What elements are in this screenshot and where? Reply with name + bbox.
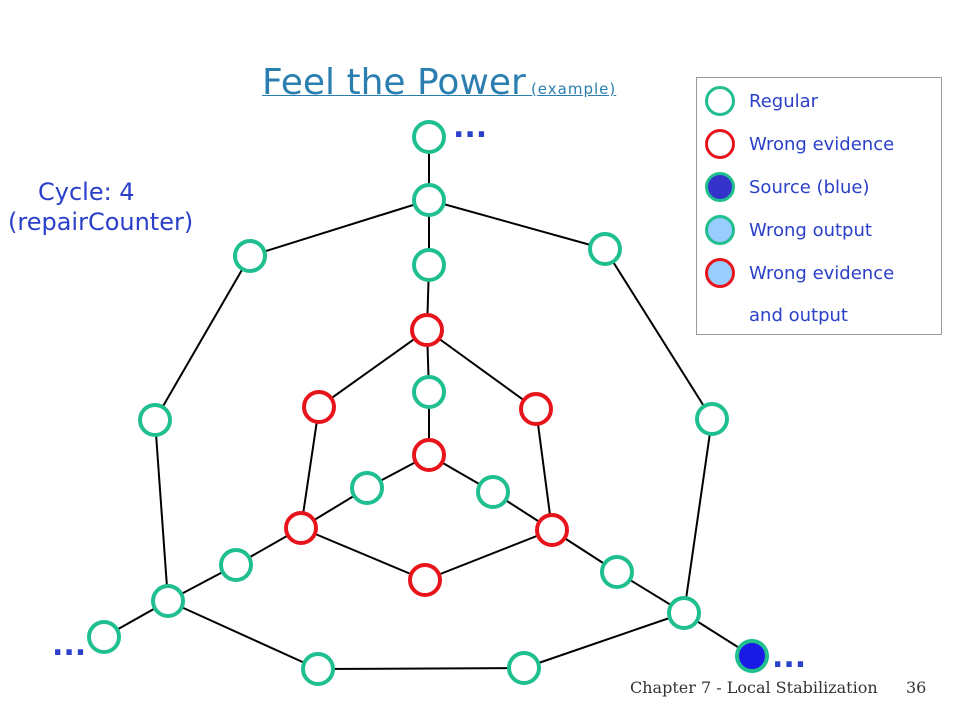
- edge: [167, 600, 319, 670]
- edge: [317, 667, 525, 670]
- ellipsis-right: ...: [772, 640, 807, 675]
- legend-item-wrong-output: Wrong output: [697, 215, 941, 251]
- node-wrong-evidence: [519, 392, 553, 426]
- legend-label: Source (blue): [749, 177, 870, 198]
- edge: [428, 199, 606, 250]
- edge: [604, 248, 713, 420]
- node-regular: [87, 620, 121, 654]
- node-regular: [476, 475, 510, 509]
- legend-item-regular: Regular: [697, 86, 941, 122]
- node-wrong-evidence: [408, 563, 442, 597]
- graph-nodes: [87, 120, 769, 686]
- legend-label: Wrong output: [749, 220, 872, 241]
- node-regular: [350, 471, 384, 505]
- edge: [154, 255, 251, 421]
- node-wrong-evidence: [412, 438, 446, 472]
- cycle-label: Cycle: 4: [38, 178, 135, 206]
- node-regular: [412, 248, 446, 282]
- edge: [318, 329, 428, 408]
- node-regular: [233, 239, 267, 273]
- node-regular: [151, 584, 185, 618]
- node-regular: [412, 183, 446, 217]
- slide-title: Feel the Power (example): [262, 62, 616, 103]
- edge: [535, 408, 553, 531]
- node-regular: [695, 402, 729, 436]
- node-wrong-evidence: [535, 513, 569, 547]
- legend-item-source: Source (blue): [697, 172, 941, 208]
- wrong-evidence-output-node-icon: [705, 258, 735, 288]
- edge: [249, 199, 430, 257]
- node-regular: [301, 652, 335, 686]
- node-wrong-evidence: [410, 313, 444, 347]
- edge: [683, 418, 713, 614]
- repair-counter-label: (repairCounter): [8, 208, 194, 236]
- node-regular: [219, 548, 253, 582]
- node-source: [735, 639, 769, 673]
- regular-node-icon: [705, 86, 735, 116]
- edge: [523, 612, 685, 669]
- legend-item-wrong-evidence-output: Wrong evidence: [697, 258, 941, 294]
- legend-label: Regular: [749, 91, 819, 112]
- node-regular: [667, 596, 701, 630]
- node-wrong-evidence: [284, 511, 318, 545]
- title-sub: (example): [530, 80, 617, 98]
- title-main: Feel the Power: [262, 62, 526, 103]
- legend-item-wrong-evidence: Wrong evidence: [697, 129, 941, 165]
- node-wrong-evidence: [302, 390, 336, 424]
- wrong-evidence-node-icon: [705, 129, 735, 159]
- edge: [300, 527, 426, 581]
- footer-chapter: Chapter 7 - Local Stabilization: [630, 678, 878, 697]
- node-regular: [138, 403, 172, 437]
- node-regular: [588, 232, 622, 266]
- node-regular: [412, 120, 446, 154]
- ellipsis-left: ...: [52, 628, 87, 663]
- edge: [300, 406, 320, 529]
- legend-label: Wrong evidence: [749, 134, 895, 155]
- edge: [424, 529, 553, 581]
- footer-page-number: 36: [906, 678, 927, 697]
- legend-label: Wrong evidence: [749, 263, 895, 284]
- edge: [154, 419, 169, 602]
- legend-continuation: and output: [749, 305, 848, 326]
- node-regular: [507, 651, 541, 685]
- ellipsis-top: ...: [453, 110, 488, 145]
- wrong-output-node-icon: [705, 215, 735, 245]
- node-regular: [412, 375, 446, 409]
- edge: [426, 329, 537, 410]
- legend: Regular Wrong evidence Source (blue) Wro…: [696, 77, 942, 335]
- node-regular: [600, 555, 634, 589]
- source-node-icon: [705, 172, 735, 202]
